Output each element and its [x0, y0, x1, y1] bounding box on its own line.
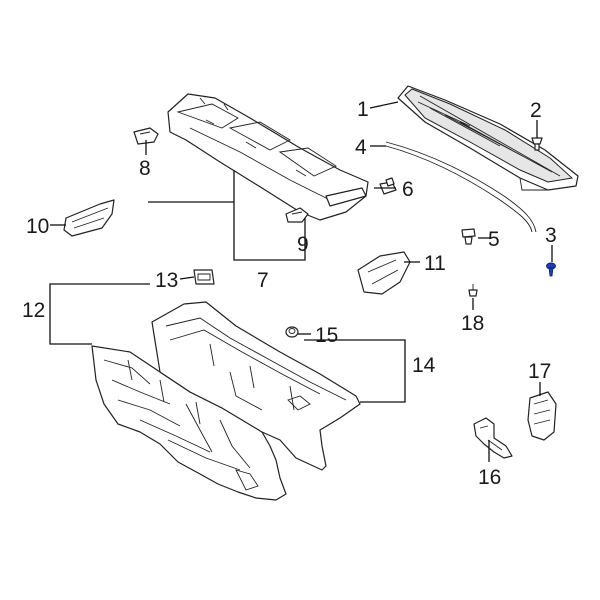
callout-12: 12: [22, 299, 45, 322]
part-1-cowl-vent-panel: [397, 85, 579, 191]
part-15-plug: [285, 326, 299, 338]
leader-1: [369, 101, 399, 109]
callout-16: 16: [478, 466, 501, 489]
part-16-bracket: [473, 417, 513, 459]
part-14-dash-upper: [151, 301, 361, 471]
callout-10: 10: [26, 215, 49, 238]
callout-6: 6: [402, 178, 414, 201]
part-8-bracket: [133, 127, 159, 145]
part-11-side-bracket: [357, 251, 411, 295]
callout-3: 3: [545, 224, 557, 247]
part-2-clip: [531, 137, 543, 151]
callout-5: 5: [488, 228, 500, 251]
leader-7: [148, 170, 306, 261]
callout-15: 15: [315, 324, 338, 347]
callout-14: 14: [412, 354, 436, 377]
callout-11: 11: [424, 252, 446, 275]
screw-shank: [548, 267, 554, 277]
callout-4: 4: [355, 136, 367, 159]
part-18-clip: [468, 284, 478, 297]
part-7-cowl-panel: [167, 93, 369, 221]
callout-9: 9: [297, 233, 309, 256]
leader-12: [49, 283, 150, 345]
callout-18: 18: [461, 312, 484, 335]
part-5-clip: [461, 228, 476, 245]
callout-17: 17: [528, 360, 551, 383]
callout-1: 1: [357, 98, 369, 121]
callout-7: 7: [257, 269, 269, 292]
leader-14: [304, 339, 406, 403]
part-6-retainer: [379, 177, 397, 195]
part-10-reinforcement: [63, 199, 115, 237]
callout-8: 8: [139, 157, 151, 180]
leader-lines: [49, 101, 553, 462]
callout-labels: 1 2 3 4 5 6 7 8 9 10 11 12 13 14 15 16 1…: [22, 98, 557, 489]
part-13-grommet: [193, 269, 215, 285]
callout-2: 2: [530, 99, 542, 122]
part-17-insulator: [527, 391, 557, 441]
callout-13: 13: [155, 269, 178, 292]
part-12-dash-panel: [91, 345, 287, 501]
part-3-screw: [546, 262, 556, 277]
part-4-weatherstrip: [385, 141, 537, 233]
leader-13: [179, 276, 195, 280]
